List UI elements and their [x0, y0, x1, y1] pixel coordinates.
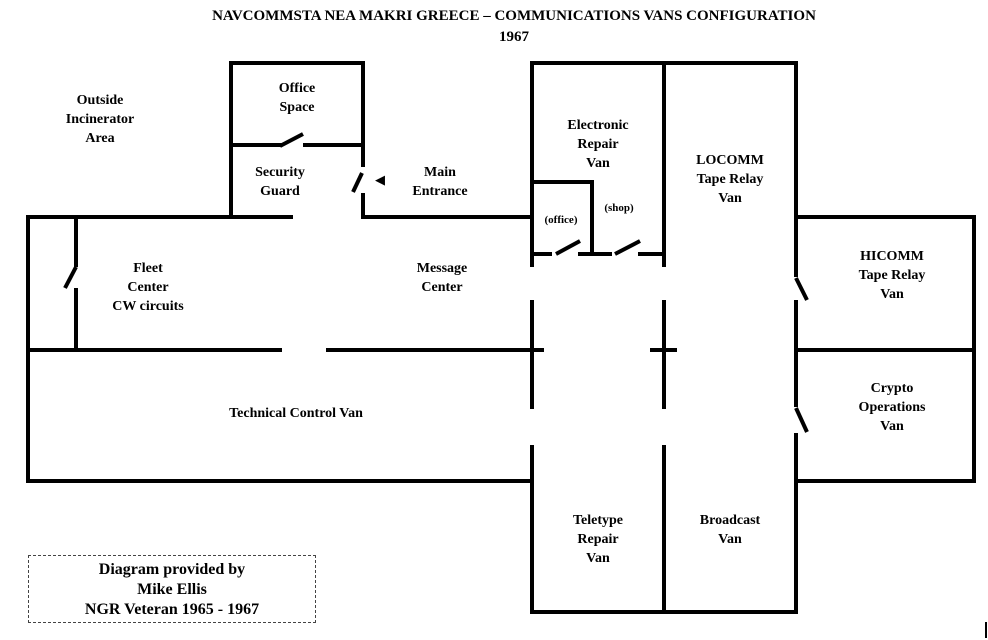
hicomm-label: HICOMM Tape Relay Van — [859, 247, 926, 304]
label-line: Entrance — [412, 184, 468, 199]
electronic-shop-door — [614, 239, 641, 256]
label-line: Operations — [858, 400, 926, 415]
locomm-label: LOCOMM Tape Relay Van — [696, 151, 764, 208]
label-line: Security — [255, 165, 305, 180]
label-line: Electronic — [567, 118, 629, 133]
credit-line: Mike Ellis — [137, 581, 207, 598]
label-line: Repair — [577, 532, 619, 547]
label-line: Outside — [76, 93, 124, 108]
label-line: Van — [586, 551, 610, 566]
outside-incinerator-label: Outside Incinerator Area — [66, 91, 134, 148]
label-line: Center — [421, 280, 463, 295]
label-line: Van — [880, 419, 904, 434]
label-line: Main — [424, 165, 456, 180]
label-line: Crypto — [870, 381, 914, 396]
label-line: CW circuits — [112, 299, 184, 314]
main-entrance-label: Main Entrance — [412, 163, 467, 201]
crypto-label: Crypto Operations Van — [859, 379, 926, 436]
credit-line: NGR Veteran 1965 - 1967 — [84, 601, 260, 618]
label-line: Office — [278, 81, 316, 96]
security-guard-label: Security Guard — [255, 163, 305, 201]
fleet-center-door — [63, 266, 78, 289]
diagram-year: 1967 — [499, 29, 529, 45]
main-entrance-door — [351, 172, 364, 193]
message-center-label: Message Center — [417, 259, 468, 297]
corridor-walls — [530, 300, 677, 614]
label-line: Guard — [260, 184, 300, 199]
label-line: Teletype — [572, 513, 624, 528]
entrance-arrow-icon: ◀ — [375, 172, 385, 187]
label-line: Incinerator — [65, 112, 135, 127]
office-security-walls — [229, 61, 532, 219]
label-line: Tape Relay — [858, 268, 926, 283]
electronic-shop-label: (shop) — [604, 202, 634, 214]
teletype-repair-label: Teletype Repair Van — [573, 511, 623, 568]
main-building-walls — [26, 215, 544, 483]
credit-line: Diagram provided by — [98, 561, 246, 578]
electronic-office-door — [555, 239, 581, 256]
label-line: Message — [416, 261, 468, 276]
hicomm-crypto-walls — [794, 215, 976, 614]
fleet-center-label: Fleet Center CW circuits — [112, 259, 183, 316]
locomm-walls — [662, 61, 798, 277]
label-line: Center — [127, 280, 169, 295]
label-line: Van — [586, 156, 610, 171]
label-line: Area — [85, 131, 115, 146]
electronic-repair-label: Electronic Repair Van — [567, 116, 628, 173]
technical-control-label: Technical Control Van — [229, 406, 363, 421]
label-line: Van — [718, 532, 742, 547]
diagram-title: NAVCOMMSTA NEA MAKRI GREECE – COMMUNICAT… — [212, 8, 816, 24]
credit-box: Diagram provided by Mike Ellis NGR Veter… — [28, 555, 316, 623]
label-line: Van — [880, 287, 904, 302]
label-line: Van — [718, 191, 742, 206]
label-line: Broadcast — [699, 513, 761, 528]
electronic-office-label: (office) — [544, 214, 578, 226]
crypto-door — [794, 407, 809, 433]
label-line: Tape Relay — [696, 172, 764, 187]
hicomm-door — [794, 277, 809, 301]
broadcast-label: Broadcast Van — [700, 511, 760, 549]
label-line: Fleet — [133, 261, 163, 276]
office-space-label: Office Space — [279, 79, 316, 117]
office-space-door — [279, 132, 304, 148]
label-line: Space — [279, 100, 315, 115]
label-line: HICOMM — [860, 249, 924, 264]
label-line: LOCOMM — [696, 153, 764, 168]
corner-mark — [985, 622, 987, 638]
label-line: Repair — [577, 137, 619, 152]
